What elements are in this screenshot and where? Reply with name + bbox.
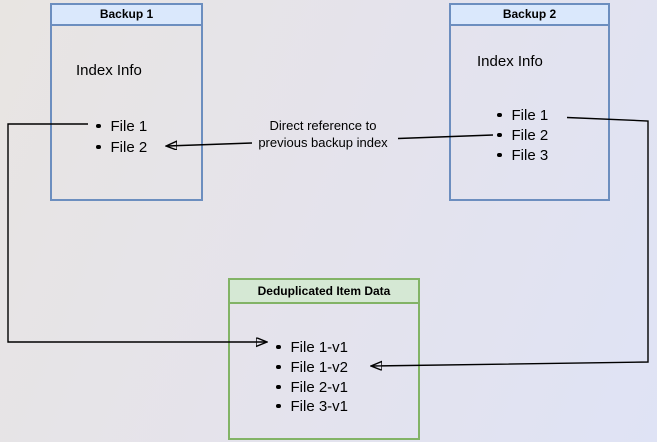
backup1-item-file1: File 1: [96, 117, 147, 135]
bullet-icon: [497, 132, 502, 138]
backup2-body-label: Index Info: [477, 53, 543, 70]
file-label: File 1-v2: [290, 358, 349, 376]
dedup-item-file1v2: File 1-v2: [276, 358, 348, 376]
edge-label: Direct reference to previous backup inde…: [243, 117, 403, 151]
bullet-icon: [96, 144, 101, 150]
dedup-title: Deduplicated Item Data: [257, 284, 391, 298]
backup1-title: Backup 1: [99, 7, 154, 21]
dedup-header: Deduplicated Item Data: [230, 280, 418, 304]
backup1-body-label: Index Info: [76, 62, 142, 79]
file-label: File 1: [511, 106, 549, 124]
file-label: File 2: [511, 126, 549, 144]
dedup-item-file2v1: File 2-v1: [276, 378, 348, 396]
backup2-item-file3: File 3: [497, 146, 548, 164]
bullet-icon: [497, 152, 502, 158]
edge-label-line1: Direct reference to: [269, 118, 377, 133]
backup1-header: Backup 1: [52, 5, 201, 26]
bullet-icon: [96, 123, 101, 129]
bullet-icon: [276, 364, 281, 370]
file-label: File 1-v1: [290, 338, 349, 356]
bullet-icon: [276, 344, 281, 350]
backup2-item-file2: File 2: [497, 126, 548, 144]
dedup-item-file1v1: File 1-v1: [276, 338, 348, 356]
backup1-node: Backup 1: [50, 3, 203, 201]
backup2-title: Backup 2: [502, 7, 557, 21]
file-label: File 1: [110, 117, 148, 135]
file-label: File 2-v1: [290, 378, 349, 396]
file-label: File 3-v1: [290, 397, 349, 415]
bullet-icon: [497, 112, 502, 118]
file-label: File 2: [110, 138, 148, 156]
file-label: File 3: [511, 146, 549, 164]
backup1-item-file2: File 2: [96, 138, 147, 156]
dedup-item-file3v1: File 3-v1: [276, 397, 348, 415]
bullet-icon: [276, 384, 281, 390]
edge-label-line2: previous backup index: [258, 135, 388, 150]
backup2-node: Backup 2: [449, 3, 610, 201]
bullet-icon: [276, 403, 281, 409]
backup2-item-file1: File 1: [497, 106, 548, 124]
backup2-header: Backup 2: [451, 5, 608, 26]
